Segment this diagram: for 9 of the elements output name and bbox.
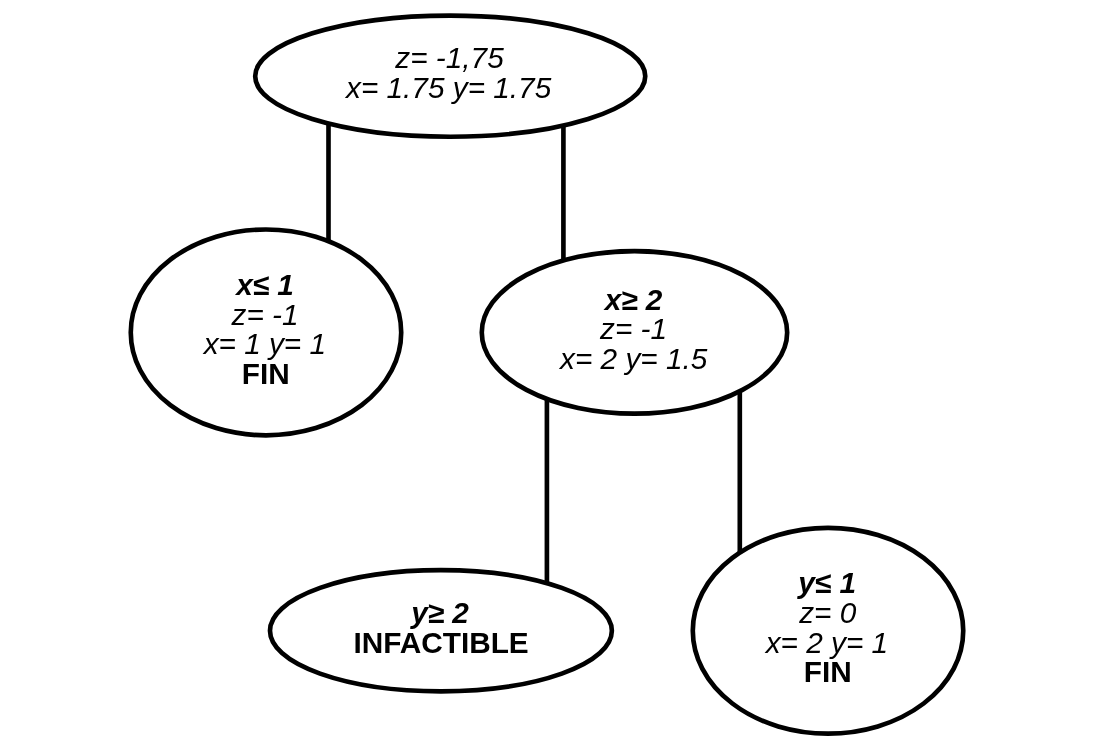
connector	[326, 123, 331, 241]
connector	[737, 392, 743, 553]
node-ellipse: z= -1,75 x= 1.75 y= 1.75	[252, 13, 648, 140]
node-ellipse: x≥ 2 z= -1 x= 2 y= 1.5	[479, 248, 790, 416]
node-ellipse: x≤ 1 z= -1 x= 1 y= 1 FIN	[128, 227, 404, 438]
node-ellipse: y≥ 2 INFACTIBLE	[267, 567, 615, 694]
connector	[544, 399, 550, 583]
connector	[561, 125, 566, 260]
node-ellipse: y≤ 1 z= 0 x= 2 y= 1 FIN	[690, 525, 966, 736]
